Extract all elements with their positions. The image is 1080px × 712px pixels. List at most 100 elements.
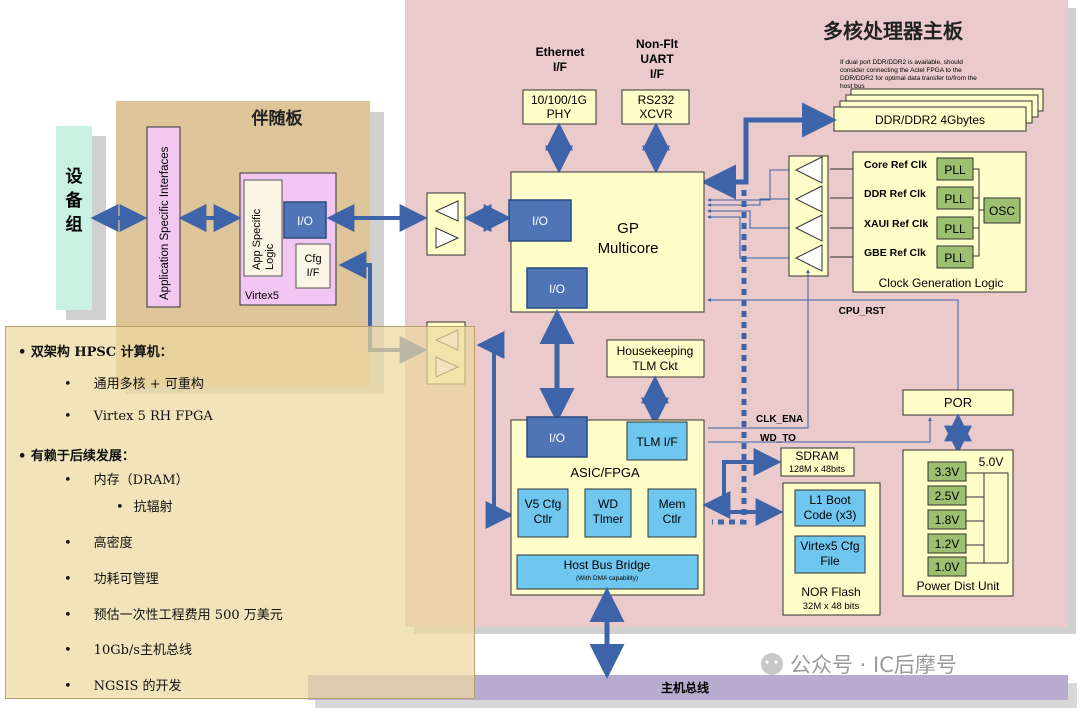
- rail-3v3: [927, 461, 967, 482]
- l1-boot-code: [794, 489, 866, 527]
- rail-1v2-label: 1.2V: [935, 537, 960, 551]
- bullet-dot: •: [64, 536, 72, 551]
- clk-ena-label: CLK_ENA: [756, 414, 803, 425]
- bullet-dot: •: [64, 643, 72, 658]
- pll-1-label: PLL: [944, 163, 966, 177]
- por-label: POR: [944, 395, 972, 410]
- ddr-label: DDR/DDR2 4Gbytes: [875, 113, 985, 127]
- asl-label: App SpecificLogic: [251, 208, 276, 270]
- clk-line-1: [707, 169, 790, 202]
- tlm-if: [626, 421, 688, 461]
- pll-to-buffer-lines: [830, 168, 853, 258]
- bullet-item: •通用多核 + 可重构: [64, 373, 204, 392]
- clk-ena-line: [708, 269, 810, 429]
- pdu-title: Power Dist Unit: [917, 579, 1000, 593]
- sdram-label: SDRAM: [795, 449, 838, 463]
- clk-ref-gbe: GBE Ref Clk: [864, 247, 926, 259]
- asic-io-label: I/O: [549, 431, 565, 445]
- pll-4-label: PLL: [944, 251, 966, 265]
- bullet-item: • 双架构 HPSC 计算机：: [18, 345, 173, 360]
- sdram-size: 128M x 48bits: [789, 464, 846, 474]
- arrow-mem-sdram: [702, 448, 782, 519]
- watermark-label: 公众号 · IC后摩号: [790, 653, 957, 677]
- bullet-dot: •: [64, 679, 72, 694]
- pll-2-label: PLL: [944, 192, 966, 206]
- device-group-label: 设备组: [65, 167, 84, 235]
- arrow-gp-ddr: [701, 102, 837, 200]
- gp-io-bottom-label: I/O: [549, 282, 565, 296]
- mem-ctlr: [647, 488, 697, 538]
- rail-2v5: [927, 485, 967, 506]
- buffer-upper-right-icon: [435, 227, 460, 249]
- hbb-sub: (With DMA capability): [576, 575, 638, 582]
- nor-size: 32M x 48 bits: [803, 601, 860, 612]
- host-bus-label: 主机总线: [661, 680, 709, 695]
- bullet-dot: •: [116, 500, 124, 515]
- board-title: 多核处理器主板: [823, 19, 964, 43]
- bullet-item: •抗辐射: [116, 496, 173, 515]
- rail-2v5-label: 2.5V: [935, 489, 960, 503]
- buffer-upper-left-icon: [434, 200, 459, 222]
- osc-label: OSC: [989, 204, 1015, 218]
- pdu-wiring: [966, 472, 1009, 564]
- ethernet-phy: [522, 89, 597, 125]
- rail-1v8: [927, 509, 967, 530]
- virtex5-label: Virtex5: [245, 290, 279, 302]
- rail-3v3-label: 3.3V: [935, 465, 960, 479]
- gp-io-top: [508, 199, 572, 242]
- wechat-icon-eye-left: [765, 660, 769, 664]
- clk-ref-xaui: XAUI Ref Clk: [864, 218, 928, 230]
- clock-rows: Core Ref Clk DDR Ref Clk XAUI Ref Clk GB…: [864, 157, 974, 269]
- pll-3-label: PLL: [944, 222, 966, 236]
- rail-1v0: [927, 556, 967, 577]
- virtex5-io: [283, 201, 327, 239]
- housekeeping-box: [606, 339, 705, 378]
- bullet-text: 功耗可管理: [93, 572, 159, 587]
- bullet-text: NGSIS 的开发: [93, 679, 182, 694]
- rail-1v0-label: 1.0V: [935, 560, 960, 574]
- virtex5-cfg-file: [794, 535, 866, 574]
- bullet-item: • NGSIS 的开发: [64, 675, 182, 694]
- pdu-rails: 3.3V 2.5V 1.8V 1.2V 1.0V: [927, 461, 967, 577]
- bullet-dot: •: [64, 608, 72, 623]
- host-bus-bridge: [516, 554, 699, 590]
- bullet-item: • 有赖于后续发展：: [18, 449, 135, 464]
- gp-io-top-label: I/O: [532, 214, 548, 228]
- companion-title: 伴随板: [251, 108, 304, 129]
- wd-to-line: [708, 417, 932, 443]
- bullet-panel: • 双架构 HPSC 计算机： •通用多核 + 可重构 • Virtex 5 RH F…: [5, 326, 475, 699]
- bullet-text: Virtex 5 RH FPGA: [93, 409, 213, 424]
- bullet-item: • 高密度: [64, 532, 133, 551]
- tlm-if-label: TLM I/F: [636, 435, 677, 449]
- dashed-link: [712, 190, 747, 525]
- clock-buffer-2-icon: [794, 185, 823, 213]
- clk-line-2: [707, 198, 790, 207]
- bullet-text: 10Gb/s主机总线: [93, 643, 192, 658]
- sdram-box: [780, 447, 855, 477]
- bullet-text: 高密度: [93, 536, 133, 551]
- rail-1v8-label: 1.8V: [935, 513, 960, 527]
- clock-buffer-4-icon: [794, 244, 823, 272]
- bullet-item: • 功耗可管理: [64, 568, 159, 587]
- hbb-label: Host Bus Bridge: [564, 558, 651, 572]
- bullet-item: • 预估一次性工程费用 500 万美元: [64, 604, 283, 623]
- bullet-dot: •: [64, 409, 72, 424]
- ddr-note: If dual port DDR/DDR2 is available, shou…: [840, 59, 977, 90]
- bullet-dot: •: [64, 473, 72, 488]
- asi-label: Application Specific Interfaces: [159, 146, 171, 300]
- clock-buffer-1-icon: [794, 156, 823, 184]
- pll-4: [936, 245, 974, 269]
- bullet-dot: •: [64, 572, 72, 587]
- arrow-buffer-asic: [476, 331, 514, 529]
- bullet-text: 预估一次性工程费用 500 万美元: [93, 608, 283, 623]
